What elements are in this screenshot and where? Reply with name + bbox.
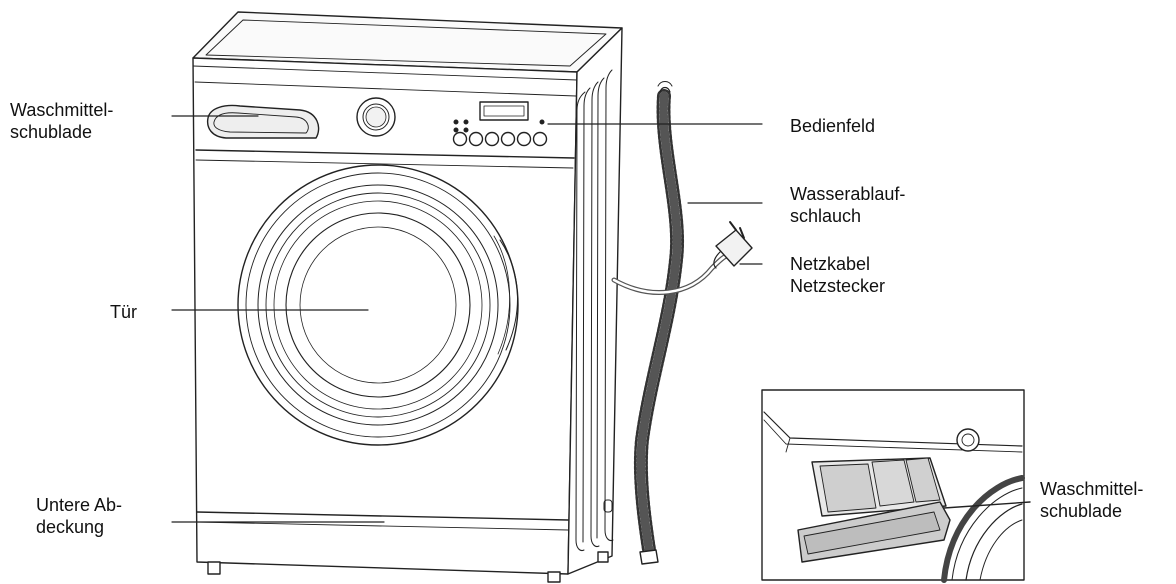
label-line: Waschmittel-: [10, 100, 114, 120]
label-line: schublade: [1040, 501, 1123, 521]
program-knob: [356, 97, 396, 137]
label-line: Untere Ab-: [36, 495, 123, 515]
label-line: Wasserablauf-: [790, 184, 906, 204]
leader-detergent-drawer-detail: [943, 501, 1031, 509]
label-line: schlauch: [790, 206, 862, 226]
label-line: Netzkabel: [790, 254, 871, 274]
label-line: Bedienfeld: [790, 116, 876, 136]
label-power-cable: Netzkabel Netzstecker: [790, 253, 885, 297]
label-control-panel: Bedienfeld: [790, 115, 875, 137]
machine-side: [567, 27, 623, 575]
label-drain-hose: Wasserablauf- schlauch: [790, 183, 905, 227]
display-window: [479, 101, 529, 121]
detergent-drawer: [206, 104, 320, 139]
label-door: Tür: [110, 301, 137, 323]
label-line: Tür: [110, 302, 137, 322]
drain-hose: [633, 81, 684, 565]
plug-icon: [713, 221, 753, 269]
lower-cover-panel: [196, 511, 569, 521]
inset-detergent-drawer: [761, 389, 1031, 583]
door: [237, 164, 519, 446]
label-lower-cover: Untere Ab- deckung: [36, 494, 122, 538]
label-detergent-drawer: Waschmittel- schublade: [10, 99, 113, 143]
label-detergent-drawer-detail: Waschmittel- schublade: [1040, 478, 1143, 522]
power-cable: [611, 221, 753, 295]
label-line: schublade: [10, 122, 93, 142]
control-panel-elements: [452, 101, 548, 147]
label-line: Waschmittel-: [1040, 479, 1144, 499]
leader-lines: [171, 115, 763, 523]
label-line: deckung: [36, 517, 105, 537]
label-line: Netzstecker: [790, 276, 886, 296]
